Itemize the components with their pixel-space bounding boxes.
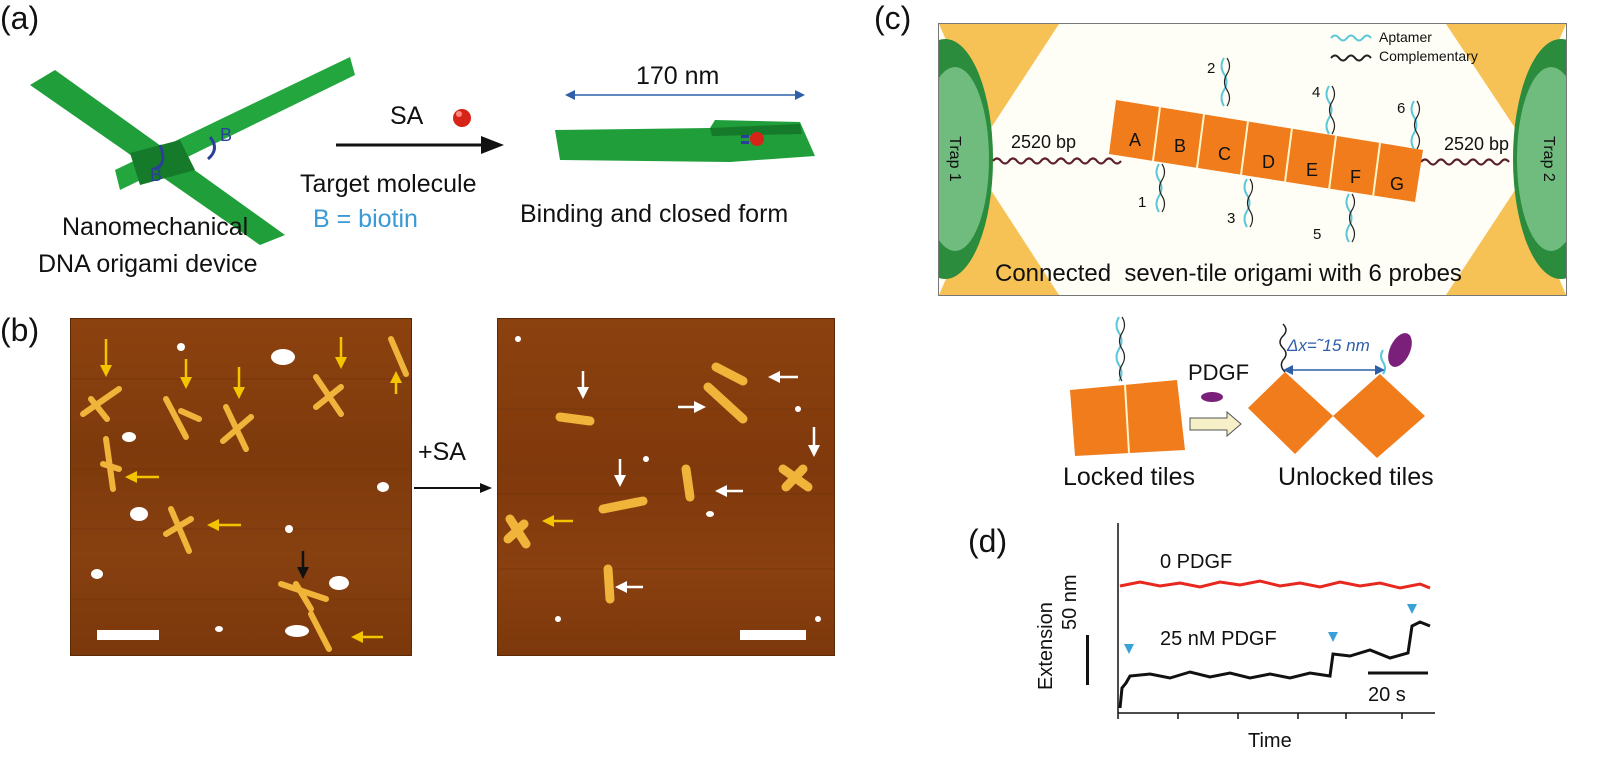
tile-a: A (1129, 130, 1142, 150)
pdgf-label: PDGF (1188, 360, 1250, 385)
step-marker-2 (1328, 632, 1338, 642)
trace-0-label: 0 PDGF (1160, 551, 1233, 573)
panel-c-label: (c) (874, 0, 912, 36)
scale-bar-before (97, 630, 159, 640)
legend-aptamer-icon (1330, 34, 1372, 42)
open-origami-device (30, 57, 355, 245)
reaction-arrow (336, 136, 504, 154)
extension-trace-plot (1117, 523, 1435, 719)
length-label: 170 nm (636, 62, 720, 90)
tile-d: D (1262, 152, 1275, 172)
trap-2-cone-top (1446, 24, 1566, 134)
probe-3: 3 (1227, 210, 1236, 227)
plus-sa-arrow (414, 483, 492, 493)
target-molecule-label: Target molecule (300, 170, 477, 198)
y-axis-label: Extension (1035, 602, 1057, 690)
tile-b: B (1174, 136, 1187, 156)
probe-4: 4 (1312, 84, 1321, 101)
biotin-mark-upper: B (220, 125, 233, 145)
dna-handle-left (992, 157, 1122, 165)
biotin-linker-1 (153, 144, 165, 171)
trap-1-cone-top (939, 24, 1059, 134)
seven-tile-origami (1109, 100, 1423, 202)
y-scale-label: 50 nm (1059, 574, 1081, 630)
legend-complementary-icon (1330, 54, 1372, 62)
locked-tiles-label: Locked tiles (1063, 463, 1196, 491)
trap-1-label: Trap 1 (945, 136, 963, 182)
legend-aptamer-label: Aptamer (1379, 29, 1432, 45)
bp-right-label: 2520 bp (1444, 134, 1510, 154)
step-marker-3 (1407, 604, 1417, 614)
dx-label: Δx=˜15 nm (1287, 336, 1370, 355)
x-scale-label: 20 s (1368, 684, 1406, 706)
probe-5: 5 (1313, 226, 1322, 243)
origami-caption: Connected seven-tile origami with 6 prob… (995, 260, 1462, 287)
tile-f: F (1350, 167, 1361, 187)
process-arrow (1189, 410, 1242, 438)
panel-d-label: (d) (968, 523, 1008, 559)
y-scale-bar (1086, 635, 1089, 685)
tile-g: G (1390, 174, 1405, 194)
plus-sa-label: +SA (418, 438, 466, 466)
x-axis-label: Time (1248, 730, 1292, 752)
trap-2-label: Trap 2 (1539, 136, 1557, 182)
locked-unlocked-schematic (1070, 316, 1425, 458)
closed-origami-device (555, 120, 815, 162)
afm-image-after (497, 318, 835, 656)
biotin-linker-2 (206, 136, 216, 161)
unlocked-tile-left (1248, 372, 1333, 454)
legend-complementary-label: Complementary (1379, 48, 1478, 64)
trap-1-cone-bottom (939, 184, 1059, 295)
sa-label: SA (390, 102, 424, 130)
dna-handle-right (1420, 158, 1510, 166)
device-caption-line-2: DNA origami device (38, 250, 258, 278)
tile-e: E (1306, 160, 1319, 180)
trap-2-cone-bottom (1446, 184, 1566, 295)
pdgf-bound (1388, 333, 1412, 367)
probe-2: 2 (1207, 60, 1216, 77)
pdgf-molecule (1201, 392, 1223, 402)
closed-form-label: Binding and closed form (520, 200, 789, 228)
afm-image-before (70, 318, 412, 656)
scale-bar-after (740, 630, 806, 640)
trace-25-label: 25 nM PDGF (1160, 628, 1277, 650)
panel-b-label: (b) (0, 312, 40, 348)
unlocked-tiles-label: Unlocked tiles (1278, 463, 1434, 491)
length-arrow (565, 90, 805, 100)
probe-6: 6 (1397, 100, 1406, 117)
unlocked-tile-right (1333, 374, 1425, 458)
biotin-legend: B = biotin (313, 205, 418, 233)
trace-25nm-pdgf (1118, 620, 1431, 709)
tile-c: C (1218, 144, 1231, 164)
step-marker-1 (1124, 644, 1134, 654)
trace-0-pdgf (1119, 579, 1431, 590)
panel-a-label: (a) (0, 0, 40, 36)
bp-left-label: 2520 bp (1011, 132, 1077, 152)
biotin-mark-lower: B (150, 165, 163, 185)
probe-1: 1 (1138, 194, 1147, 211)
optical-trap-frame: Aptamer Complementary Trap 1 Trap 2 2520… (938, 23, 1567, 296)
sa-molecule (453, 109, 471, 127)
device-caption-line-1: Nanomechanical (62, 213, 249, 241)
